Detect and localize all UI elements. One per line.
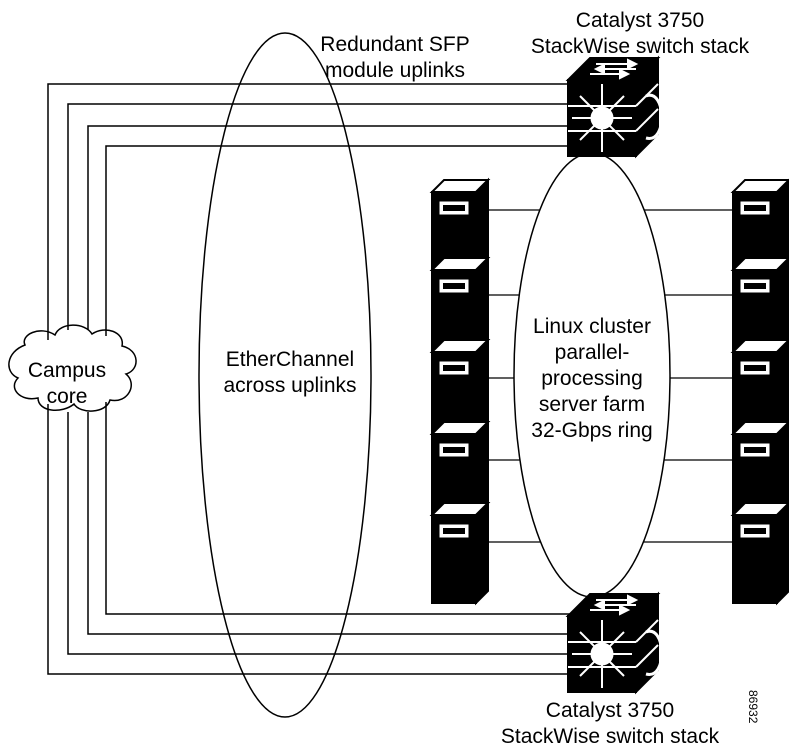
bottom-switch-stack [566, 592, 664, 694]
campus-core-cloud [8, 324, 137, 412]
linux-cluster-label: Linux cluster parallel- processing serve… [531, 315, 653, 442]
bottom-switch-label: Catalyst 3750 StackWise switch stack [500, 699, 720, 748]
uplink-lines [47, 83, 570, 675]
top-switch-label: Catalyst 3750 StackWise switch stack [530, 9, 750, 58]
uplinks-label: Redundant SFP module uplinks [320, 33, 470, 82]
server-left-5 [431, 502, 489, 604]
campus-core-label: Campus core [27, 359, 107, 408]
etherchannel-label: EtherChannel across uplinks [223, 348, 357, 397]
server-right-5 [732, 502, 789, 604]
figure-id: 86932 [746, 690, 760, 724]
top-switch-stack [566, 56, 664, 158]
etherchannel-ellipse [198, 32, 372, 718]
